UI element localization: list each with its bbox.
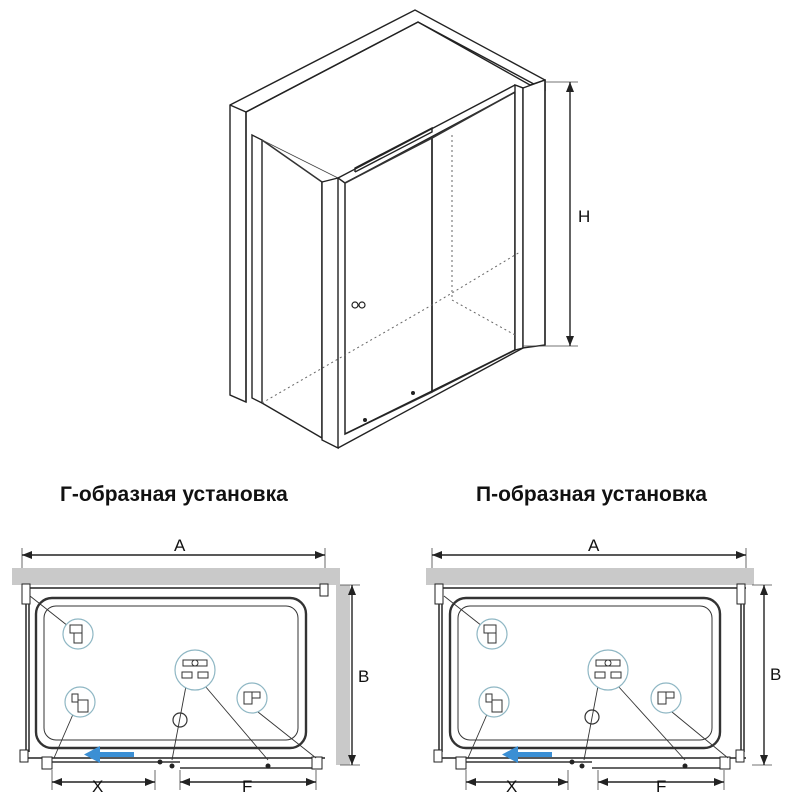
l-shower-tray [34, 596, 308, 750]
door-direction-arrow-icon [84, 746, 134, 763]
wall-profile-icon [443, 595, 508, 650]
sliding-door [344, 136, 433, 436]
u-shape-plan: A B [426, 536, 781, 796]
top-rail [336, 84, 525, 184]
l-fixed-panel-label: F [242, 777, 252, 796]
l-depth-label: B [358, 667, 369, 686]
isometric-view: H [229, 9, 590, 450]
door-direction-arrow-icon [502, 746, 552, 763]
u-width-label: A [588, 536, 600, 555]
height-dimension: H [523, 81, 590, 347]
wall-profile-icon [29, 595, 94, 650]
door-handle-icon [53, 686, 96, 759]
u-back-wall [426, 568, 754, 585]
glass-clamp-icon [650, 682, 729, 759]
roller-icon [583, 649, 686, 761]
door-handle-icon [351, 301, 366, 309]
u-fixed-panel-label: F [656, 777, 666, 796]
fixed-panel [431, 90, 516, 394]
roller-icon [171, 649, 269, 761]
u-depth-label: B [770, 665, 781, 684]
u-door-opening-label: X [506, 777, 517, 796]
roller-icon [157, 759, 271, 769]
glass-clamp-icon [236, 682, 317, 759]
l-width-label: A [174, 536, 186, 555]
front-left-post [321, 177, 339, 450]
height-label: H [578, 207, 590, 226]
front-right-post [514, 83, 524, 351]
right-wall [522, 79, 546, 349]
l-side-wall [336, 585, 350, 765]
roller-icon [569, 759, 688, 769]
l-back-wall [12, 568, 340, 585]
u-shape-title: П-образная установка [476, 483, 707, 506]
l-shape-title: Г-образная установка [60, 483, 288, 506]
side-panel-post [251, 133, 263, 405]
u-shower-tray [448, 596, 722, 750]
left-wall [229, 9, 546, 404]
l-shape-plan: A B [12, 536, 369, 796]
door-handle-icon [467, 686, 510, 759]
l-door-opening-label: X [92, 777, 103, 796]
